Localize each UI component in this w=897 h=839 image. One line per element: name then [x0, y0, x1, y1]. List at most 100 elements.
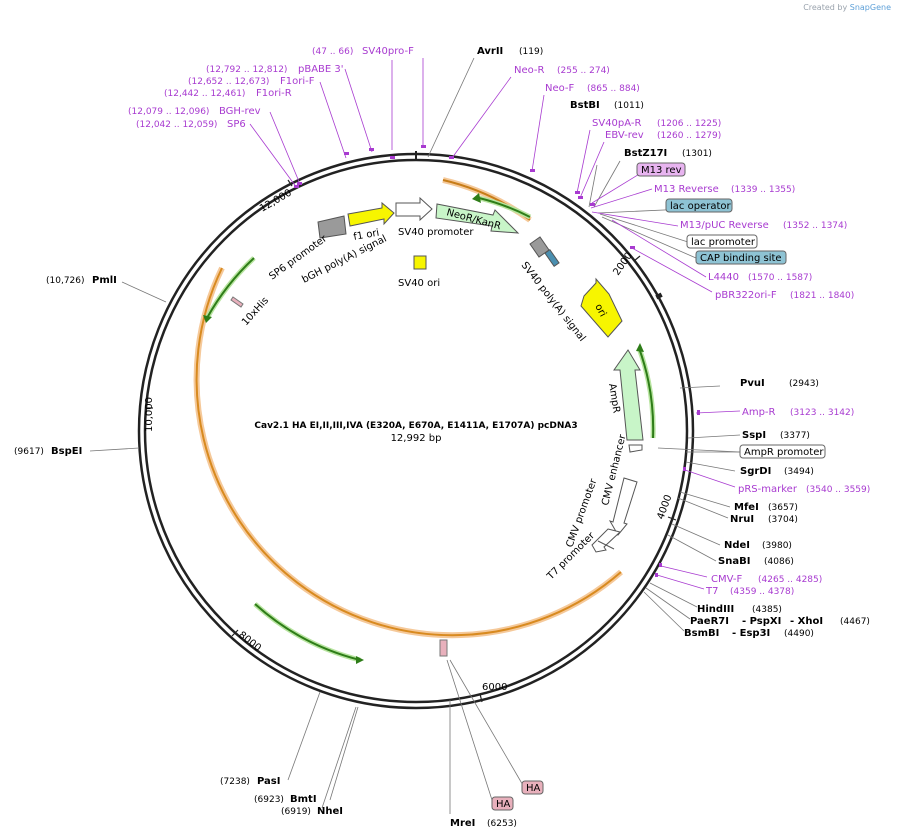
label-ori: ori	[592, 302, 608, 319]
enzyme-sspi-pos: (3377)	[780, 431, 810, 441]
primer-amp-r-pos: (3123 .. 3142)	[790, 408, 854, 418]
enzyme-nrui: NruI	[730, 514, 754, 525]
enzyme-nhei-pos: (6919)	[281, 807, 311, 817]
boxed-labels: M13 rev lac operator lac promoter CAP bi…	[491, 162, 826, 811]
label-ampr: AmpR	[606, 383, 622, 414]
green-arrows	[203, 193, 656, 664]
cmv-promoter-feature	[591, 528, 622, 553]
boxed-lac-operator: lac operator	[670, 201, 731, 212]
enzyme-bsmbi: BsmBI	[684, 628, 719, 639]
enzyme-bstbi: BstBI	[570, 100, 600, 111]
enzyme-sgrdi: SgrDI	[740, 466, 771, 477]
snapgene-brand: SnapGene	[849, 3, 891, 12]
primer-neo-r-pos: (255 .. 274)	[557, 66, 610, 76]
boxed-ampr-promoter: AmpR promoter	[744, 447, 824, 458]
primer-prs-marker: pRS-marker	[738, 484, 798, 495]
enzyme-bspei: BspEI	[51, 446, 82, 457]
cmv-enhancer-feature	[608, 477, 638, 536]
ampr-promoter-feature	[628, 444, 643, 453]
sv40-ori-feature	[413, 255, 427, 270]
enzyme-bstbi-pos: (1011)	[614, 101, 644, 111]
plasmid-name: Cav2.1 HA EI,II,III,IVA (E320A, E670A, E…	[254, 421, 577, 431]
snapgene-credit: Created by SnapGene	[803, 3, 891, 12]
primer-sv40pro-f-pos: (47 .. 66)	[312, 47, 353, 57]
cav21-orf-arc	[193, 266, 623, 639]
primer-sp6: SP6	[227, 119, 246, 130]
features	[230, 196, 644, 657]
primer-sv40pa-r: SV40pA-R	[592, 118, 641, 129]
primer-neo-f: Neo-F	[545, 83, 575, 94]
tick-label-8000: 8000	[236, 630, 263, 654]
tick-label-2000: 2000	[611, 251, 635, 278]
enzyme-bmti-pos: (6923)	[254, 795, 284, 805]
enzyme-bstz17i-pos: (1301)	[682, 149, 712, 159]
enzyme-mfei: MfeI	[734, 502, 759, 513]
his-tag-feature	[230, 296, 244, 308]
primer-sv40pro-f: SV40pro-F	[362, 46, 414, 57]
t7-promoter-feature	[597, 540, 615, 550]
primer-pbr322ori-f: pBR322ori-F	[715, 290, 777, 301]
f1-ori-feature	[347, 201, 395, 227]
ori-feature	[580, 277, 623, 338]
primer-cmv-f: CMV-F	[711, 574, 742, 585]
enzyme-pvui-pos: (2943)	[789, 379, 819, 389]
ha-tag-feature	[439, 639, 448, 657]
primer-pbabe3: pBABE 3'	[298, 64, 344, 75]
primer-f1ori-f: F1ori-F	[280, 76, 315, 87]
bgh-polya-feature	[317, 215, 347, 239]
primer-sp6-pos: (12,042 .. 12,059)	[136, 120, 217, 130]
primer-pbabe3-pos: (12,792 .. 12,812)	[206, 65, 287, 75]
leader-lines	[89, 57, 741, 814]
primer-cmv-f-pos: (4265 .. 4285)	[758, 575, 822, 585]
enzyme-ndei-pos: (3980)	[762, 541, 792, 551]
primer-labels: (47 .. 66) SV40pro-F (12,792 .. 12,812) …	[128, 46, 870, 597]
label-10xhis: 10xHis	[240, 295, 271, 328]
boxed-cap-binding-site: CAP binding site	[700, 253, 782, 264]
ampr-feature	[613, 349, 644, 441]
primer-bgh-rev-pos: (12,079 .. 12,096)	[128, 107, 209, 117]
primer-bgh-rev: BGH-rev	[219, 106, 261, 117]
ticks	[145, 179, 677, 703]
enzyme-mrei-pos: (6253)	[487, 819, 517, 829]
primer-neo-r: Neo-R	[514, 65, 545, 76]
enzyme-bmti: BmtI	[290, 794, 317, 805]
enzyme-esp3i-pos: (4490)	[784, 629, 814, 639]
enzyme-avrii: AvrII	[477, 46, 503, 57]
enzyme-nhei: NheI	[317, 806, 343, 817]
plasmid-length: 12,992 bp	[391, 433, 442, 444]
primer-m13-puc-reverse: M13/pUC Reverse	[680, 220, 769, 231]
enzyme-pmli-pos: (10,726)	[46, 276, 85, 286]
primer-m13-reverse: M13 Reverse	[654, 184, 719, 195]
enzyme-ndei: NdeI	[724, 540, 750, 551]
primer-l4440-pos: (1570 .. 1587)	[748, 273, 812, 283]
primer-l4440: L4440	[708, 272, 739, 283]
tick-label-6000: 6000	[482, 682, 507, 693]
primer-m13-reverse-pos: (1339 .. 1355)	[731, 185, 795, 195]
boxed-lac-promoter: lac promoter	[691, 237, 756, 248]
enzyme-avrii-pos: (119)	[519, 47, 543, 57]
enzyme-esp3i: - Esp3I	[732, 628, 770, 639]
enzyme-mfei-pos: (3657)	[768, 503, 798, 513]
enzyme-nrui-pos: (3704)	[768, 515, 798, 525]
enzyme-xhoi-pos: (4467)	[840, 617, 870, 627]
enzyme-bspei-pos: (9617)	[14, 447, 44, 457]
primer-amp-r: Amp-R	[742, 407, 776, 418]
primer-markers	[294, 145, 700, 577]
enzyme-hindiii-pos: (4385)	[752, 605, 782, 615]
boxed-ha-2: HA	[496, 799, 511, 810]
credit-prefix: Created by	[803, 3, 848, 12]
lac-operator-feature	[544, 249, 560, 267]
enzyme-pspxi: - PspXI	[742, 616, 781, 627]
enzyme-bstz17i: BstZ17I	[624, 148, 667, 159]
enzyme-snabi: SnaBI	[718, 556, 750, 567]
enzyme-pasi-pos: (7238)	[220, 777, 250, 787]
enzyme-pasi: PasI	[257, 776, 280, 787]
primer-pbr322ori-f-pos: (1821 .. 1840)	[790, 291, 854, 301]
enzyme-labels: AvrII (119) BstBI (1011) BstZ17I (1301) …	[14, 46, 870, 829]
primer-ebv-rev: EBV-rev	[605, 130, 644, 141]
enzyme-mrei: MreI	[450, 818, 475, 829]
primer-f1ori-f-pos: (12,652 .. 12,673)	[188, 77, 269, 87]
label-sv40-polya: SV40 poly(A) signal	[519, 260, 588, 344]
primer-f1ori-r: F1ori-R	[256, 88, 292, 99]
